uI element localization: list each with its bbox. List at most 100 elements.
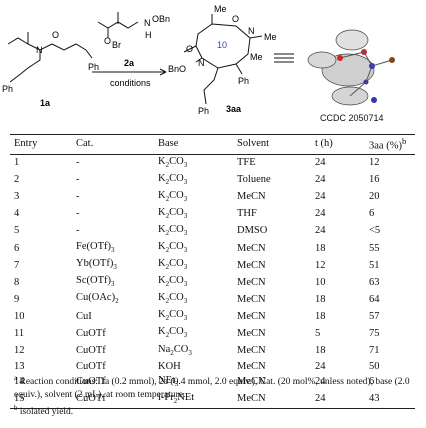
cell-entry: 15 (14, 393, 25, 405)
product-ring-n: N (248, 26, 255, 36)
table-footnotes: a Reaction conditions: 1a (0.2 mmol), 2a… (14, 372, 419, 419)
cell-yield: 55 (369, 242, 380, 254)
cell-entry: 8 (14, 276, 20, 288)
cell-entry: 14 (14, 376, 25, 388)
cell-solvent: THF (237, 208, 257, 220)
cell-base: K2CO3 (158, 223, 188, 237)
cell-t: 18 (315, 345, 326, 357)
cell-entry: 5 (14, 225, 20, 237)
nitrone-o: O (52, 30, 59, 40)
cell-t: 12 (315, 259, 326, 271)
cell-cat: CuOTf (76, 393, 106, 405)
cell-base: K2CO3 (158, 172, 188, 186)
cell-solvent: MeCN (237, 393, 266, 405)
table-row: 13 CuOTf KOH MeCN 24 50 (10, 360, 415, 374)
cell-cat: Sc(OTf)3 (76, 275, 115, 289)
cell-entry: 4 (14, 208, 20, 220)
cell-cat: Fe(OTf)3 (76, 240, 115, 255)
footnote-a-mark: a (14, 374, 18, 382)
cell-yield: 71 (369, 345, 380, 357)
cell-t: 5 (315, 327, 321, 339)
reaction-scheme: Br N H OBn O 2a conditions N O Ph Ph 1a … (2, 4, 395, 116)
cell-yield: 16 (369, 174, 380, 186)
cell-solvent: MeCN (237, 242, 266, 254)
reactant-ph-right: Ph (88, 62, 99, 72)
cell-cat: CuOTf (76, 360, 106, 372)
cell-base: Na2CO3 (158, 343, 192, 357)
header-entry: Entry (14, 138, 38, 150)
header-base: Base (158, 138, 179, 150)
cell-base: KOH (158, 360, 181, 372)
cell-yield: 63 (369, 276, 380, 288)
cell-entry: 7 (14, 259, 20, 271)
footnote-b: b isolated yield. (14, 402, 419, 419)
cell-base: NEt3 (158, 374, 179, 388)
cell-base: K2CO3 (158, 326, 188, 340)
cell-entry: 6 (14, 242, 20, 254)
cell-t: 24 (315, 208, 326, 220)
cell-base: K2CO3 (158, 155, 188, 169)
cell-t: 10 (315, 276, 326, 288)
cell-yield: 12 (369, 157, 380, 169)
cell-entry: 3 (14, 191, 20, 203)
reagent-obn: OBn (152, 14, 170, 24)
reactant-ph-left: Ph (2, 84, 13, 94)
cell-t: 24 (315, 393, 326, 405)
cell-solvent: Toluene (237, 174, 271, 186)
crystal-structure-image (307, 29, 395, 106)
cell-solvent: MeCN (237, 310, 266, 322)
cell-base: K2CO3 (158, 189, 188, 203)
cell-entry: 13 (14, 360, 25, 372)
cell-t: 24 (315, 225, 326, 237)
cell-solvent: MeCN (237, 259, 266, 271)
product-label: 3aa (226, 104, 242, 114)
reagent-n: N (144, 18, 151, 28)
cell-t: 18 (315, 242, 326, 254)
product-n: N (198, 58, 205, 68)
cell-base: K2CO3 (158, 240, 188, 255)
cell-base: K2CO3 (158, 309, 188, 323)
cell-t: 24 (315, 360, 326, 372)
header-yield-label: 3aa (%) (369, 140, 402, 152)
cell-yield: 75 (369, 327, 380, 339)
table-row: 6 Fe(OTf)3 K2CO3 MeCN 18 55 (10, 240, 415, 257)
header-solvent: Solvent (237, 138, 270, 150)
cell-t: 24 (315, 157, 326, 169)
cell-cat: CuOTf (76, 376, 106, 388)
cell-base: K2CO3 (158, 206, 188, 220)
footnote-a-text: Reaction conditions: 1a (0.2 mmol), 2a (… (14, 377, 410, 401)
cell-solvent: MeCN (237, 345, 266, 357)
cell-solvent: MeCN (237, 327, 266, 339)
product-ring-o: O (232, 14, 239, 24)
cell-solvent: MeCN (237, 360, 266, 372)
cell-cat: Yb(OTf)3 (76, 258, 117, 272)
cell-solvent: MeCN (237, 293, 266, 305)
cell-cat: Cu(OAc)2 (76, 292, 119, 306)
footnote-b-text: isolated yield. (19, 407, 74, 418)
cell-solvent: MeCN (237, 276, 266, 288)
product-bno: BnO (168, 64, 186, 74)
cell-yield: 50 (369, 360, 380, 372)
product-me-top: Me (214, 4, 227, 14)
footnote-b-mark: b (14, 404, 18, 413)
cell-base: i-Pr2NEt (158, 391, 195, 405)
cell-yield: 64 (369, 293, 380, 305)
cell-solvent: MeCN (237, 376, 266, 388)
product-ph-ring: Ph (238, 76, 249, 86)
header-yield: 3aa (%)b (369, 135, 415, 155)
cell-base: K2CO3 (158, 292, 188, 306)
cell-base: K2CO3 (158, 258, 188, 272)
reactant-label: 1a (40, 98, 51, 108)
header-cat: Cat. (76, 138, 94, 150)
